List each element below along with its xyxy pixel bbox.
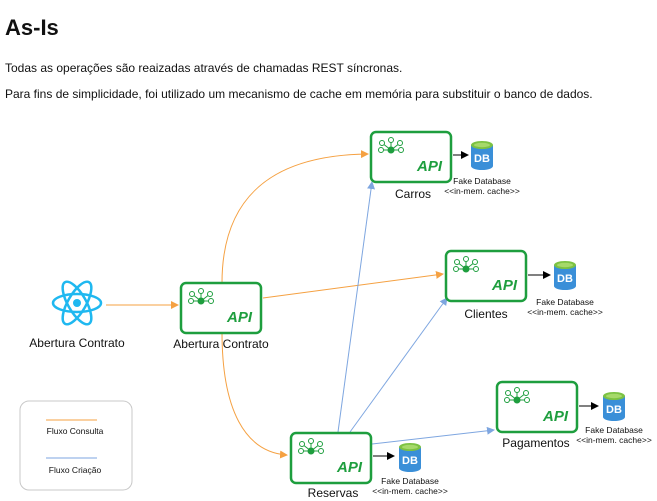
db-label-line2: <<in-mem. cache>> bbox=[444, 186, 520, 196]
api-clientes-label: Clientes bbox=[464, 307, 507, 321]
flow-reservas-to-pagamentos bbox=[371, 426, 495, 445]
flow-reservas-to-clientes bbox=[349, 297, 448, 433]
api-badge: API bbox=[336, 459, 363, 476]
db-label-line2: <<in-mem. cache>> bbox=[372, 486, 448, 496]
api-reservas-label: Reservas bbox=[308, 486, 359, 500]
api-carros-label: Carros bbox=[395, 187, 431, 201]
db-label-line1: Fake Database bbox=[536, 297, 594, 307]
legend-consulta-label: Fluxo Consulta bbox=[47, 426, 104, 436]
svg-text:DB: DB bbox=[557, 273, 573, 285]
api-badge: API bbox=[491, 277, 518, 294]
api-pagamentos-label: Pagamentos bbox=[502, 436, 569, 450]
api-clientes: API bbox=[444, 249, 528, 303]
db-label-line1: Fake Database bbox=[453, 176, 511, 186]
legend: Fluxo Consulta Fluxo Criação bbox=[19, 400, 133, 491]
database-icon: DB bbox=[554, 261, 576, 290]
legend-criacao-label: Fluxo Criação bbox=[49, 465, 102, 475]
api-pagamentos: API bbox=[495, 380, 579, 434]
api-abertura-label: Abertura Contrato bbox=[173, 337, 269, 351]
flow-abertura-to-carros bbox=[221, 150, 369, 284]
api-badge: API bbox=[416, 158, 443, 175]
svg-text:DB: DB bbox=[402, 455, 418, 467]
description-paragraph-2: Para fins de simplicidade, foi utilizado… bbox=[5, 87, 593, 101]
description-paragraph-1: Todas as operações são reaizadas através… bbox=[5, 61, 403, 75]
api-badge: API bbox=[542, 408, 569, 425]
flow-reservas-to-carros bbox=[337, 181, 376, 433]
svg-text:DB: DB bbox=[474, 153, 490, 165]
react-client-label: Abertura Contrato bbox=[29, 336, 125, 350]
api-abertura-contrato: API bbox=[179, 281, 263, 335]
db-label-line2: <<in-mem. cache>> bbox=[527, 307, 603, 317]
svg-text:DB: DB bbox=[606, 404, 622, 416]
db-label-line2: <<in-mem. cache>> bbox=[576, 435, 652, 445]
flow-abertura-to-clientes bbox=[262, 270, 444, 299]
database-icon: DB bbox=[603, 392, 625, 421]
db-label-line1: Fake Database bbox=[585, 425, 643, 435]
database-icon: DB bbox=[471, 141, 493, 170]
database-icon: DB bbox=[399, 443, 421, 472]
react-icon bbox=[51, 280, 103, 326]
db-label-line1: Fake Database bbox=[381, 476, 439, 486]
api-badge: API bbox=[226, 309, 253, 326]
flow-abertura-to-reservas bbox=[221, 331, 288, 459]
page-title: As-Is bbox=[5, 15, 59, 40]
api-reservas: API bbox=[289, 431, 373, 485]
api-carros: API bbox=[369, 130, 453, 184]
